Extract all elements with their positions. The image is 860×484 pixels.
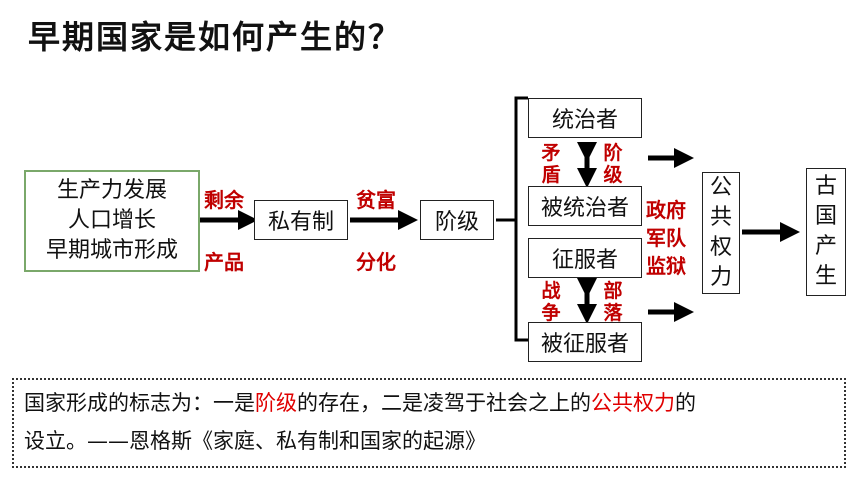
conquered-box: 被征服者 [528,322,642,362]
quote-line-2: 设立。——恩格斯《家庭、私有制和国家的起源》 [24,429,486,453]
label-wealth-bottom: 分化 [356,250,396,274]
label-gov: 政府 军队 监狱 [646,198,686,278]
factors-box: 生产力发展 人口增长 早期城市形成 [24,170,200,272]
page-title: 早期国家是如何产生的？ [28,18,403,56]
label-surplus-bottom: 产品 [204,250,244,274]
label-contradiction: 矛 盾 [541,142,561,186]
label-tribe: 部 落 [603,280,623,324]
engels-quote-box: 国家形成的标志为：一是阶级的存在，二是凌驾于社会之上的公共权力的 设立。——恩格… [12,378,846,468]
highlight-public-power: 公共权力 [591,391,675,415]
label-wealth-top: 贫富 [356,188,396,212]
factor-item: 早期城市形成 [45,238,178,263]
label-class-vertical: 阶 级 [603,142,623,186]
rulers-box: 统治者 [528,98,642,138]
class-box: 阶级 [420,200,494,240]
conquerors-box: 征服者 [528,238,642,278]
label-surplus-top: 剩余 [204,188,244,212]
private-ownership-box: 私有制 [254,200,348,240]
public-power-box: 公 共 权 力 [702,172,740,294]
bracket [514,96,528,342]
highlight-class: 阶级 [255,391,297,415]
factor-item: 生产力发展 [56,178,167,203]
ruled-box: 被统治者 [528,186,642,226]
quote-line-1: 国家形成的标志为：一是阶级的存在，二是凌驾于社会之上的公共权力的 [24,391,696,415]
factor-item: 人口增长 [67,208,156,233]
ancient-state-box: 古 国 产 生 [806,168,846,296]
label-war: 战 争 [541,280,561,324]
